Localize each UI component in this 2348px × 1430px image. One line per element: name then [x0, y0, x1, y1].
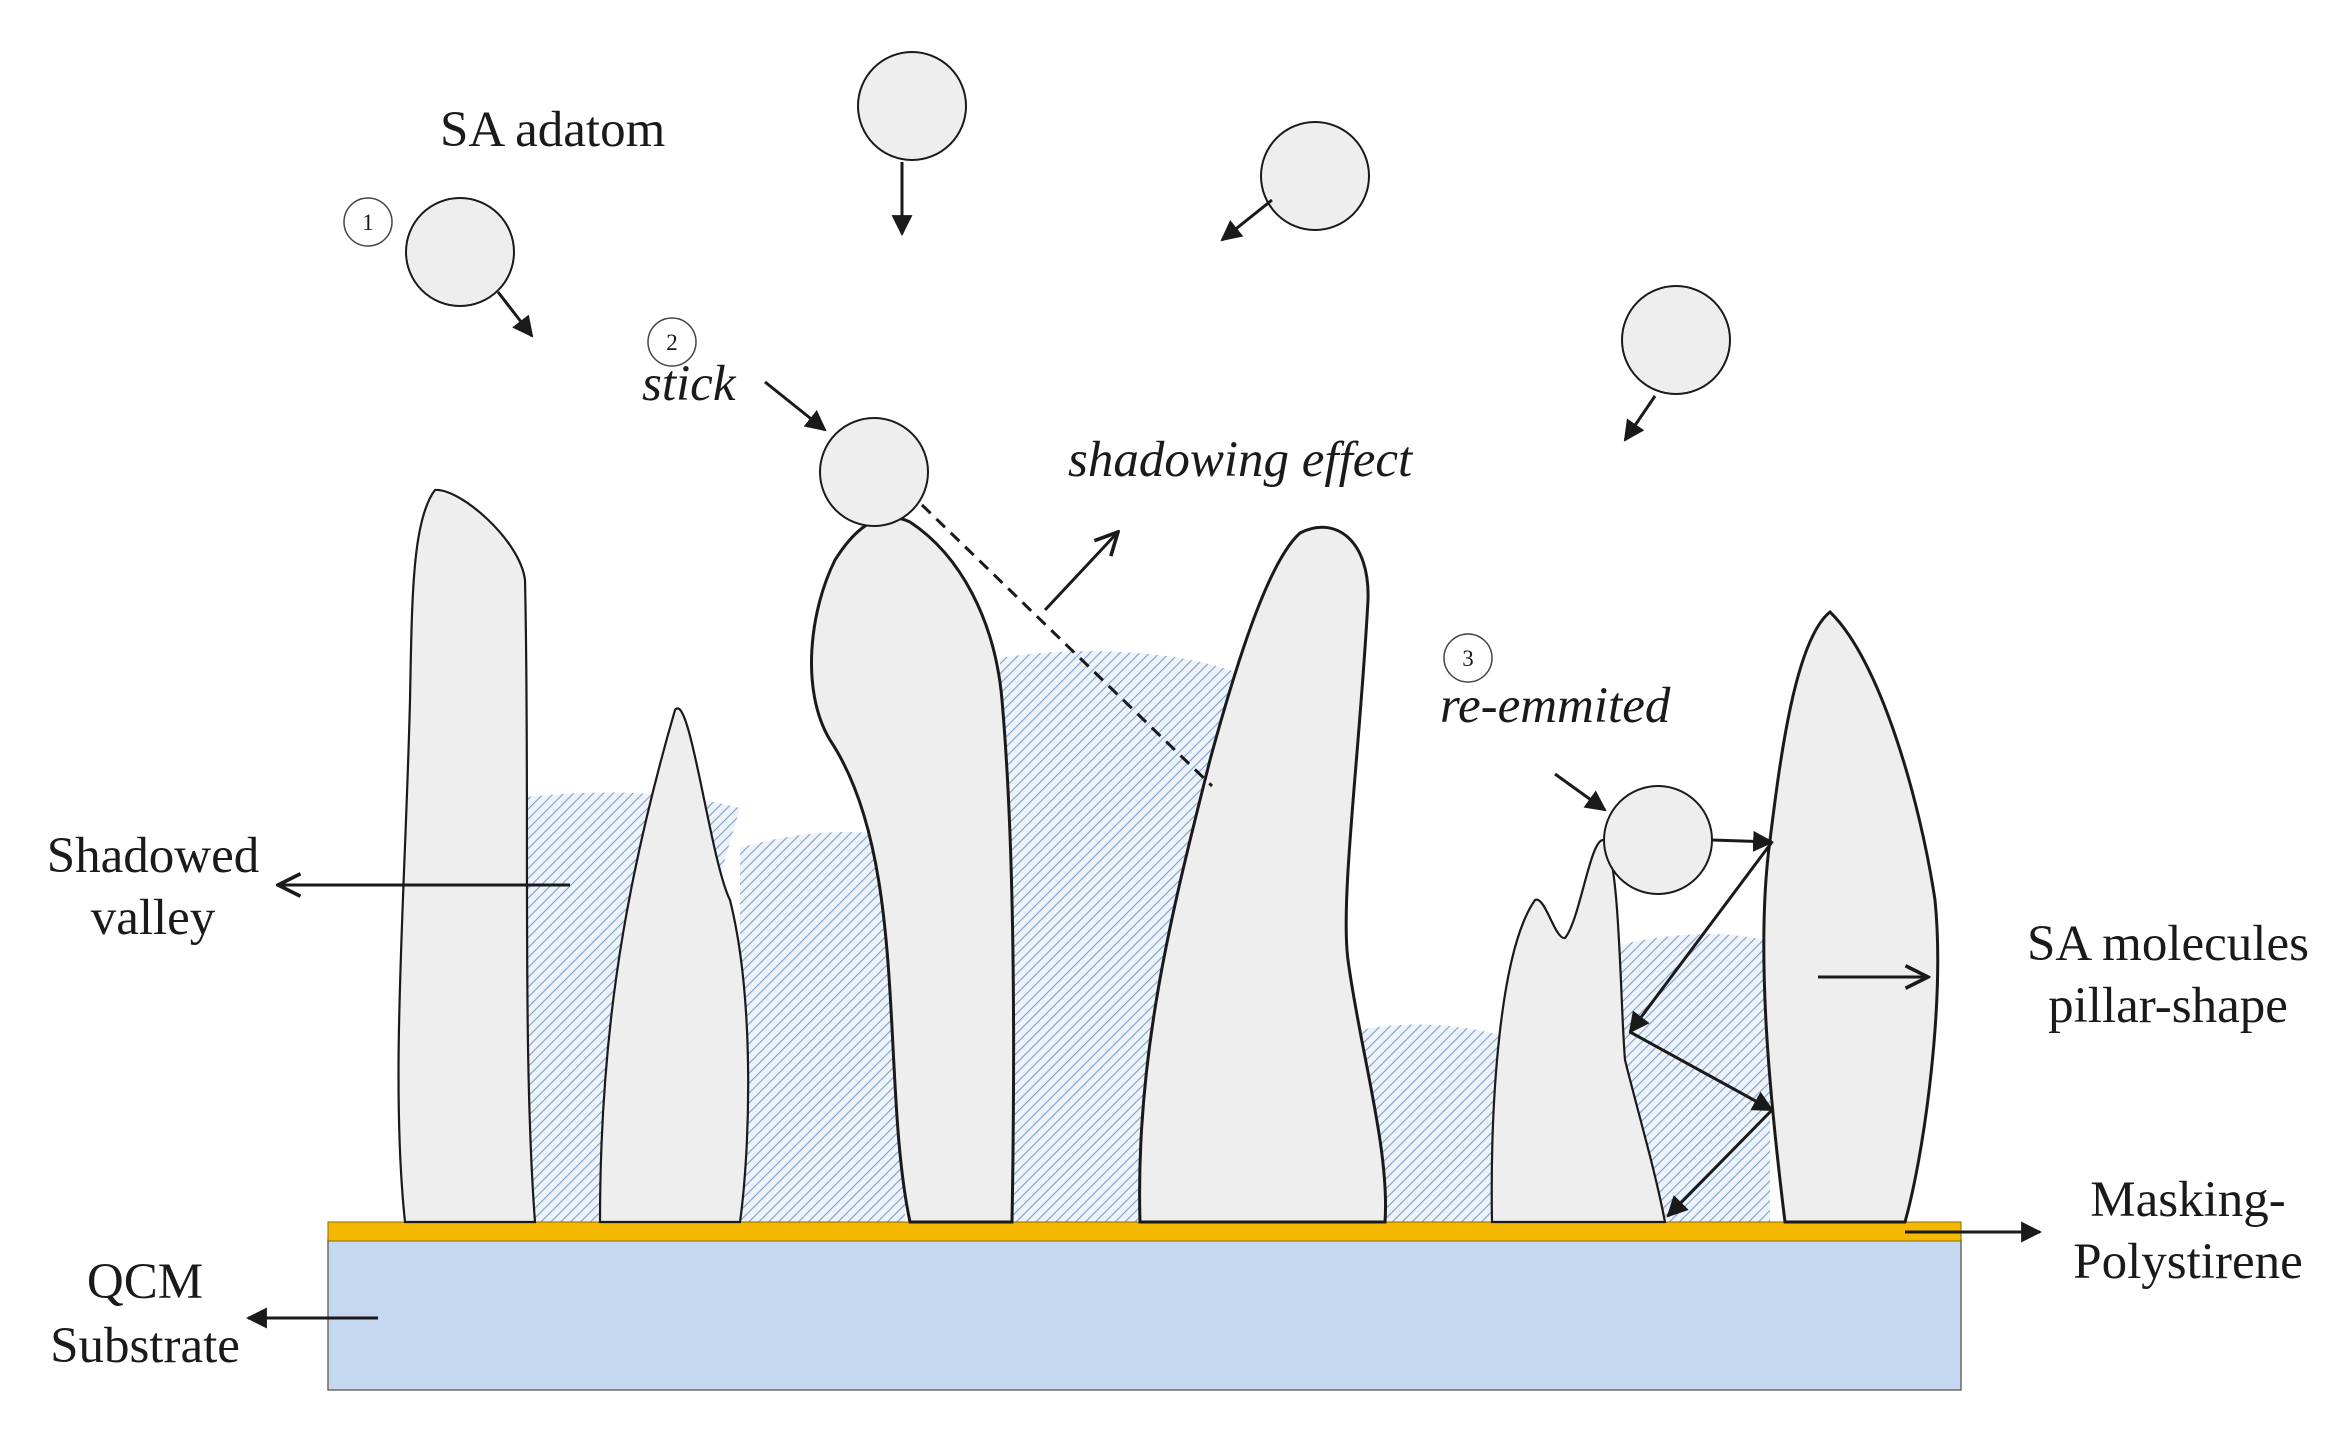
pillar-6: [1762, 610, 1940, 1224]
masking-label-line1: Masking-: [2090, 1172, 2285, 1228]
pillar-5: [1490, 838, 1667, 1224]
re-emmited-pointer-arrow: [1554, 772, 1607, 812]
qcm-label-line1: QCM: [87, 1254, 203, 1310]
sa-molecules-label-line2: pillar-shape: [2048, 978, 2288, 1034]
stick-arrow: [764, 380, 827, 432]
adatom-1: [405, 197, 515, 307]
shadowed-valley-label-line1: Shadowed: [47, 828, 259, 884]
adatom-right: [1621, 285, 1731, 395]
adatom-stuck: [819, 417, 929, 527]
shadow-region-3: [1000, 651, 1250, 1222]
pillar-1: [397, 488, 537, 1224]
masking-label-line2: Polystirene: [2073, 1234, 2302, 1290]
step-3-circle: [1443, 633, 1493, 683]
bounce-arrow-3: [1629, 1030, 1774, 1112]
bounce-arrow-4: [1666, 1108, 1774, 1218]
adatom-top: [857, 51, 967, 161]
adatom-right-arrow: [1623, 395, 1657, 442]
re-emission-bounce-path: [1628, 830, 1775, 1218]
sa-molecules-label-line1: SA molecules: [2027, 916, 2309, 972]
label-pointer-arrows: [245, 885, 2043, 1329]
motion-arrows: [496, 162, 1657, 812]
shadowing-effect-arrow: [1043, 532, 1118, 612]
stick-label: stick: [642, 356, 737, 412]
step-2-number: 2: [666, 330, 678, 355]
step-3-number: 3: [1462, 646, 1474, 671]
masking-polystirene-layer: [327, 1221, 1962, 1242]
shadowed-valley-label-line2: valley: [91, 890, 216, 946]
pillar-4: [1138, 525, 1388, 1224]
sa-pillars: [397, 488, 1940, 1224]
sa-adatom-label: SA adatom: [440, 102, 665, 158]
qcm-substrate: [327, 1239, 1962, 1391]
bounce-arrow-1: [1711, 830, 1775, 852]
step-1-number: 1: [362, 210, 374, 235]
adatom-re-emmited: [1603, 785, 1713, 895]
qcm-label-line2: Substrate: [50, 1318, 240, 1374]
adatom-upper-right-arrow: [1220, 198, 1273, 242]
adatom-upper-right: [1260, 121, 1370, 231]
diagram-labels: SA adatom stick shadowing effect re-emmi…: [47, 102, 2309, 1374]
re-emmited-label: re-emmited: [1440, 678, 1671, 734]
step-2-circle: [647, 317, 697, 367]
shadow-region-2: [740, 832, 905, 1222]
shadowing-line: [920, 503, 1214, 788]
shadowing-effect-label: shadowing effect: [1068, 432, 1414, 488]
step-1-circle: [343, 197, 393, 247]
bounce-arrow-2: [1628, 841, 1774, 1034]
adatom-1-arrow: [496, 291, 534, 338]
pillar-2: [598, 707, 750, 1224]
sa-adatoms: [405, 51, 1731, 895]
step-markers: 1 2 3: [343, 197, 1493, 683]
